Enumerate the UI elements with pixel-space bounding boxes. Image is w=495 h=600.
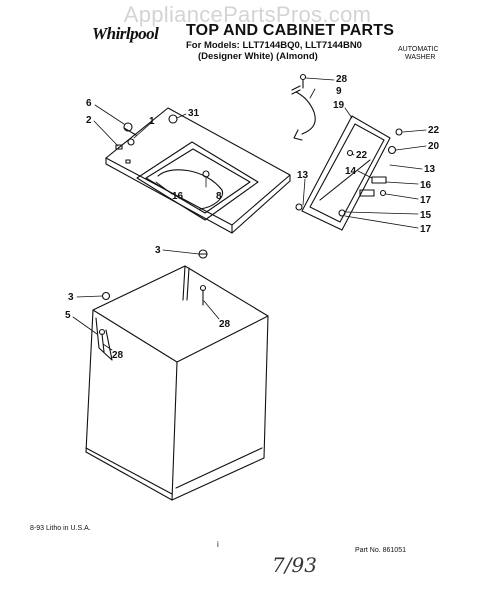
callout-5: 5: [65, 310, 71, 321]
leader-lines: [72, 77, 427, 351]
page-title: TOP AND CABINET PARTS: [186, 22, 395, 39]
callout-22-lid: 22: [356, 150, 368, 161]
appliance-type-line1: AUTOMATIC: [398, 46, 439, 53]
callout-28-cabinet: 28: [219, 319, 231, 330]
callout-15: 15: [420, 210, 432, 221]
callout-17-upper: 17: [420, 195, 432, 206]
callout-9: 9: [336, 86, 342, 97]
callout-2: 2: [86, 115, 92, 126]
callout-16-right: 16: [420, 180, 432, 191]
callout-6: 6: [86, 98, 92, 109]
callout-16-top: 16: [172, 191, 184, 202]
watermark-text: AppliancePartsPros.com: [123, 2, 372, 27]
appliance-type-line2: WASHER: [405, 54, 436, 61]
callout-17-lower: 17: [420, 224, 432, 235]
models-line: For Models: LLT7144BQ0, LLT7144BN0: [186, 40, 362, 51]
top-panel: [105, 107, 291, 234]
wire-harness: [291, 85, 316, 141]
brand-logo: Whirlpool: [92, 24, 159, 43]
callout-19: 19: [333, 100, 345, 111]
handwritten-date: 7/93: [272, 553, 317, 577]
callout-13-right: 13: [424, 164, 436, 175]
callout-13-left: 13: [297, 170, 309, 181]
callout-3-upper: 3: [155, 245, 161, 256]
screws-and-clips: [98, 73, 403, 353]
callout-8: 8: [216, 191, 222, 202]
print-note: 8-93 Litho in U.S.A.: [30, 525, 91, 532]
callout-22-right: 22: [428, 125, 440, 136]
callout-1: 1: [149, 116, 155, 127]
callout-20: 20: [428, 141, 440, 152]
callout-28-side: 28: [112, 350, 124, 361]
callout-3-lower: 3: [68, 292, 74, 303]
page-number: i: [217, 540, 219, 549]
cabinet: [85, 265, 269, 501]
callout-14: 14: [345, 166, 357, 177]
callout-28-top: 28: [336, 74, 348, 85]
part-number: Part No. 861051: [355, 547, 406, 554]
callout-31: 31: [188, 108, 200, 119]
variants-line: (Designer White) (Almond): [198, 51, 318, 62]
lid-assembly: [301, 115, 391, 231]
